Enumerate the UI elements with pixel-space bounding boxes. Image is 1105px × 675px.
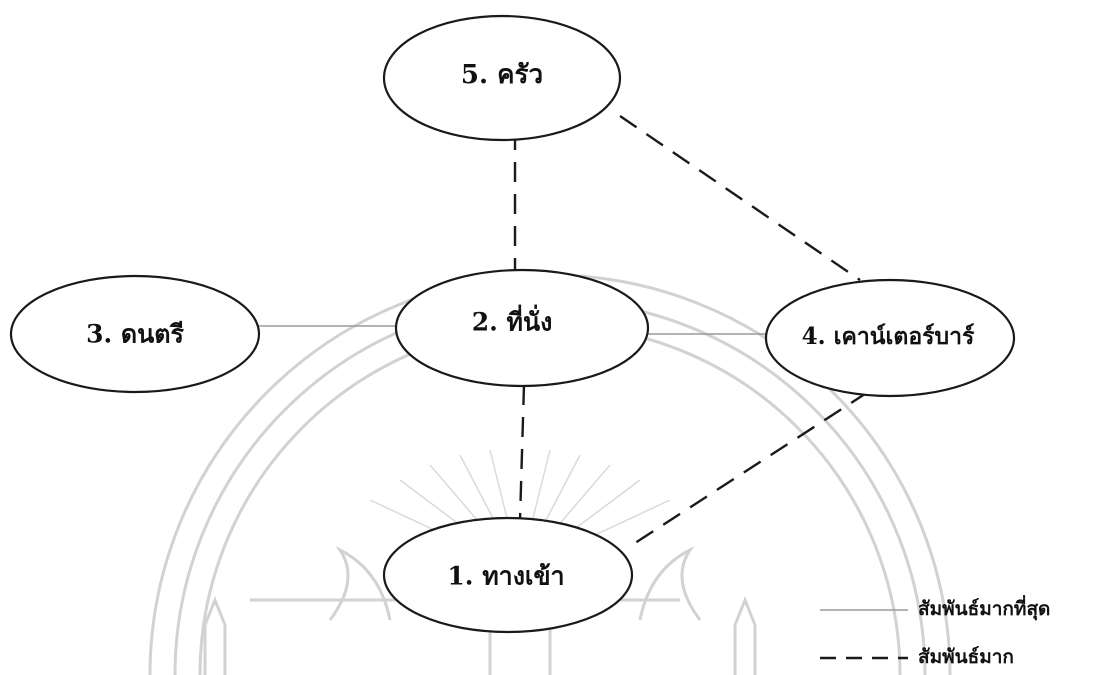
node-bar-counter-label: 4. เคาน์เตอร์บาร์ bbox=[802, 323, 975, 350]
link-bar-entrance bbox=[631, 390, 869, 547]
node-music-label: 3. ดนตรี bbox=[86, 320, 184, 349]
link-kitchen-bar bbox=[619, 115, 861, 281]
node-kitchen-label: 5. ครัว bbox=[461, 60, 543, 90]
node-seating-label: 2. ที่นั่ง bbox=[472, 305, 553, 337]
legend: สัมพันธ์มากที่สุด สัมพันธ์มาก bbox=[820, 595, 1050, 668]
link-seating-entrance bbox=[518, 384, 526, 521]
node-kitchen: 5. ครัว bbox=[382, 14, 622, 142]
node-seating: 2. ที่นั่ง bbox=[394, 268, 650, 388]
node-entrance: 1. ทางเข้า bbox=[382, 516, 634, 634]
node-bar-counter: 4. เคาน์เตอร์บาร์ bbox=[764, 278, 1016, 398]
node-music: 3. ดนตรี bbox=[9, 274, 261, 394]
legend-strongest-label: สัมพันธ์มากที่สุด bbox=[918, 595, 1050, 621]
node-entrance-label: 1. ทางเข้า bbox=[447, 562, 564, 591]
legend-strong-label: สัมพันธ์มาก bbox=[918, 646, 1014, 668]
